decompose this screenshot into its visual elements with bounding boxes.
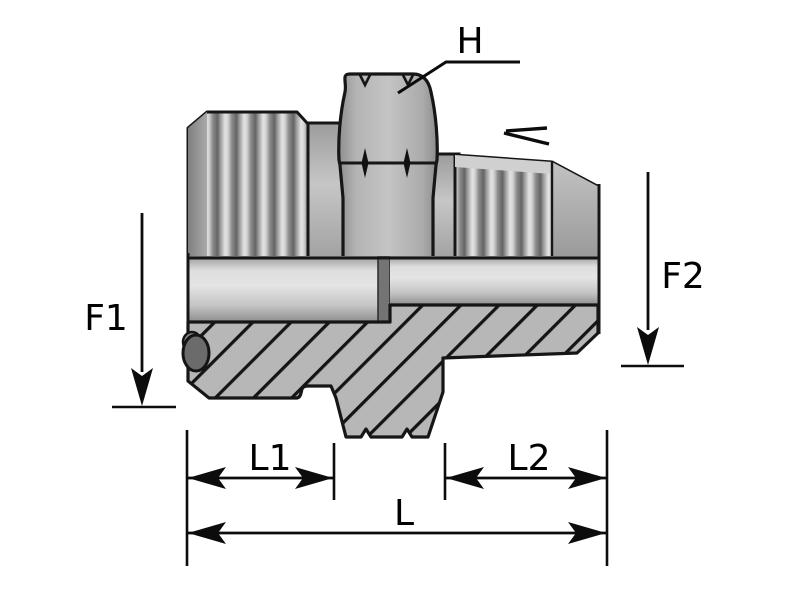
leader-h	[397, 60, 520, 95]
arrow-left	[188, 522, 226, 544]
bore-right	[390, 256, 599, 305]
bore-left	[188, 256, 380, 322]
dimension-l	[187, 522, 607, 544]
bore-step	[377, 256, 391, 323]
arrow-left	[446, 467, 484, 489]
fitting-body-upper	[186, 72, 601, 260]
label-f1: F1	[84, 298, 128, 339]
dimension-f1	[112, 213, 176, 409]
dimension-l1	[187, 467, 334, 489]
arrow-down	[637, 327, 659, 365]
label-l1: L1	[249, 438, 292, 479]
section-hatch	[188, 305, 598, 437]
right-thread	[453, 153, 601, 260]
hex-corner-mark	[403, 148, 411, 178]
bore	[186, 184, 601, 334]
annotations	[112, 60, 684, 566]
dimension-f2	[621, 172, 684, 368]
hex-top-notch	[358, 74, 372, 88]
label-l2: L2	[508, 438, 551, 479]
section-lower	[181, 303, 600, 439]
label-f2: F2	[661, 256, 705, 297]
label-l: L	[394, 493, 414, 534]
arrow-left	[188, 467, 226, 489]
label-h: H	[456, 21, 483, 62]
arrow-down	[131, 368, 153, 406]
arrow-right	[568, 522, 606, 544]
hex-nut	[337, 72, 439, 260]
left-thread	[186, 110, 310, 260]
hex-corner-mark	[361, 148, 369, 178]
arrow-right	[295, 467, 333, 489]
taper-symbol	[503, 126, 550, 146]
dimension-labels: H F1 F2 L1 L2 L	[84, 21, 705, 534]
arrow-right	[568, 467, 606, 489]
o-ring	[181, 330, 211, 373]
dimension-l2	[445, 467, 607, 489]
